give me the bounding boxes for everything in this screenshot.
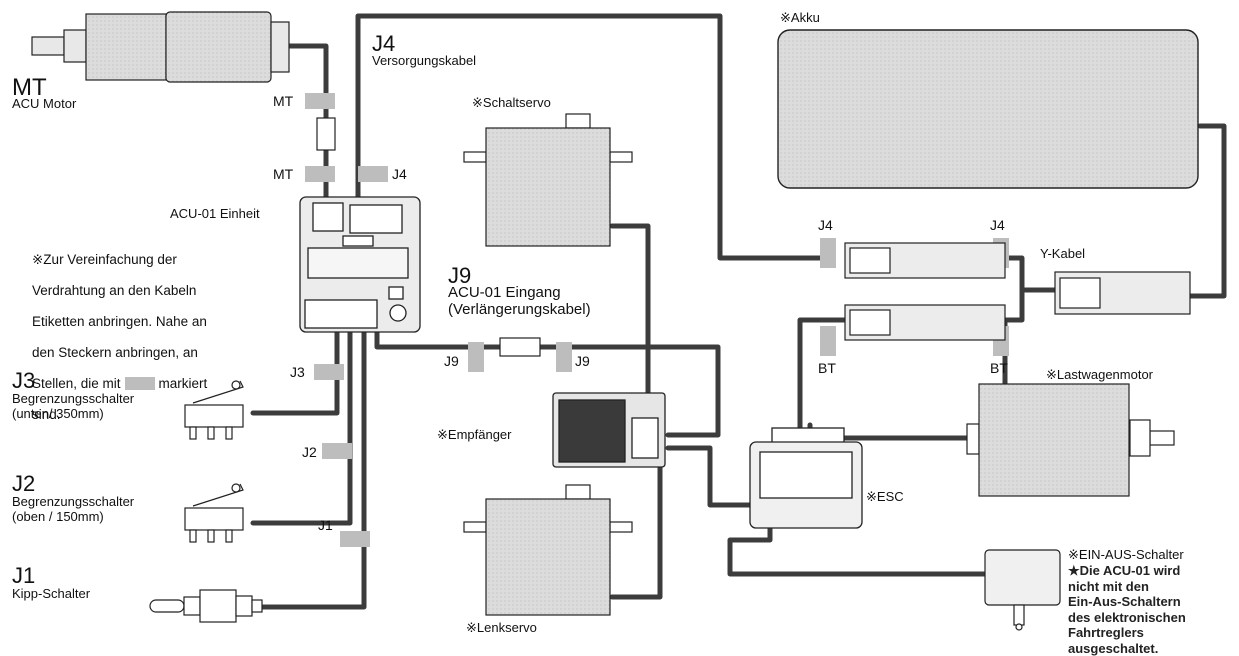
mt-inline-connector	[316, 117, 336, 151]
tag-mt-2	[305, 166, 335, 182]
receiver-drawing	[552, 392, 666, 468]
label-kipp-schalter: Kipp-Schalter	[12, 586, 91, 601]
label-j2-size: (oben / 150mm)	[12, 509, 104, 524]
note-line-6: sind.	[32, 406, 61, 422]
tag-j4	[358, 166, 388, 182]
tag-j3	[314, 364, 344, 380]
tag-label-bt-2: BT	[990, 360, 1008, 376]
esc-drawing	[749, 427, 863, 529]
switch-note-text: ★Die ACU-01 wird nicht mit den Ein-Aus-S…	[1068, 563, 1186, 656]
label-empfaenger: ※Empfänger	[437, 427, 512, 442]
label-lenkservo: ※Lenkservo	[466, 620, 537, 635]
label-acu01-eingang: ACU-01 Eingang	[448, 284, 561, 301]
note-line-1: ※Zur Vereinfachung der	[32, 251, 177, 267]
tag-swatch	[124, 376, 155, 390]
cable-esc-switch	[727, 525, 988, 577]
switch-note-title: ※EIN-AUS-Schalter	[1068, 547, 1184, 562]
label-j2: J2	[12, 471, 36, 496]
lastwagenmotor-drawing	[966, 383, 1175, 497]
tag-label-j1: J1	[318, 517, 333, 533]
label-acu-motor: ACU Motor	[12, 96, 77, 111]
label-j4: J4	[372, 31, 396, 56]
cables	[250, 13, 1227, 610]
tag-j9-1	[468, 342, 484, 372]
y-kabel-drawing	[844, 242, 1191, 341]
tag-label-j4-y2: J4	[990, 217, 1005, 233]
tag-j9-2	[556, 342, 572, 372]
tag-label-j3: J3	[290, 364, 305, 380]
cable-y-joint	[1002, 255, 1058, 323]
label-versorgungskabel: Versorgungskabel	[372, 53, 477, 68]
label-j3-type: Begrenzungsschalter	[12, 391, 135, 406]
cable-j1	[259, 327, 367, 610]
limit-switch-j3-drawing	[184, 380, 244, 440]
cable-schaltservo	[609, 223, 651, 421]
tag-label-j9-2: J9	[575, 353, 590, 369]
tag-label-j4-y1: J4	[818, 217, 833, 233]
left-hint-note: ※Zur Vereinfachung der Verdrahtung an de…	[32, 236, 207, 438]
cable-rx-esc	[665, 445, 753, 508]
label-verlaengerungskabel: (Verlängerungskabel)	[448, 301, 591, 318]
tag-label-j4: J4	[392, 166, 407, 182]
label-schaltservo: ※Schaltservo	[472, 95, 551, 110]
tag-j2	[322, 443, 352, 459]
note-line-5: Stellen, die mit markiert	[32, 376, 207, 392]
tag-label-mt-2: MT	[273, 166, 294, 182]
tag-label-mt-1: MT	[273, 93, 294, 109]
label-akku: ※Akku	[780, 10, 820, 25]
note-line-2: Verdrahtung an den Kabeln	[32, 282, 197, 298]
label-j3: J3	[12, 368, 36, 393]
on-off-switch-drawing	[984, 549, 1061, 631]
note-line-5a: Stellen, die mit	[32, 375, 121, 391]
label-j9: J9	[448, 263, 472, 288]
j9-inline-connector	[499, 337, 541, 357]
tag-bt-1	[820, 326, 836, 356]
label-lastwagenmotor: ※Lastwagenmotor	[1046, 367, 1154, 382]
tag-label-j2: J2	[302, 444, 317, 460]
cable-j9	[374, 327, 721, 438]
acu01-unit-drawing	[299, 196, 421, 333]
schaltservo-drawing	[463, 113, 633, 247]
note-line-5b: markiert	[158, 375, 208, 391]
limit-switch-j2-drawing	[184, 483, 244, 543]
cable-lenkservo	[609, 457, 663, 600]
tag-j4-y1	[820, 238, 836, 268]
akku-drawing	[777, 29, 1199, 189]
lenkservo-drawing	[463, 484, 633, 616]
note-line-3: Etiketten anbringen. Nahe an	[32, 313, 207, 329]
cable-j2	[250, 327, 353, 526]
label-acu01-einheit: ACU-01 Einheit	[170, 206, 260, 221]
cable-bt-left	[797, 317, 848, 443]
note-line-4: den Steckern anbringen, an	[32, 344, 198, 360]
cable-j3	[250, 327, 340, 416]
tag-j1	[340, 531, 370, 547]
label-esc: ※ESC	[866, 489, 904, 504]
label-j1: J1	[12, 563, 36, 588]
label-mt: MT	[12, 74, 47, 101]
cable-j4-supply	[355, 13, 828, 261]
tag-label-bt-1: BT	[818, 360, 836, 376]
toggle-switch-j1-drawing	[149, 589, 263, 623]
acu-motor-drawing	[31, 11, 290, 83]
cable-akku	[1187, 123, 1227, 299]
label-y-kabel: Y-Kabel	[1040, 246, 1086, 261]
label-j2-type: Begrenzungsschalter	[12, 494, 135, 509]
tag-mt-1	[305, 93, 335, 109]
tag-label-j9-1: J9	[444, 353, 459, 369]
label-j3-size: (unten/ 350mm)	[12, 406, 104, 421]
